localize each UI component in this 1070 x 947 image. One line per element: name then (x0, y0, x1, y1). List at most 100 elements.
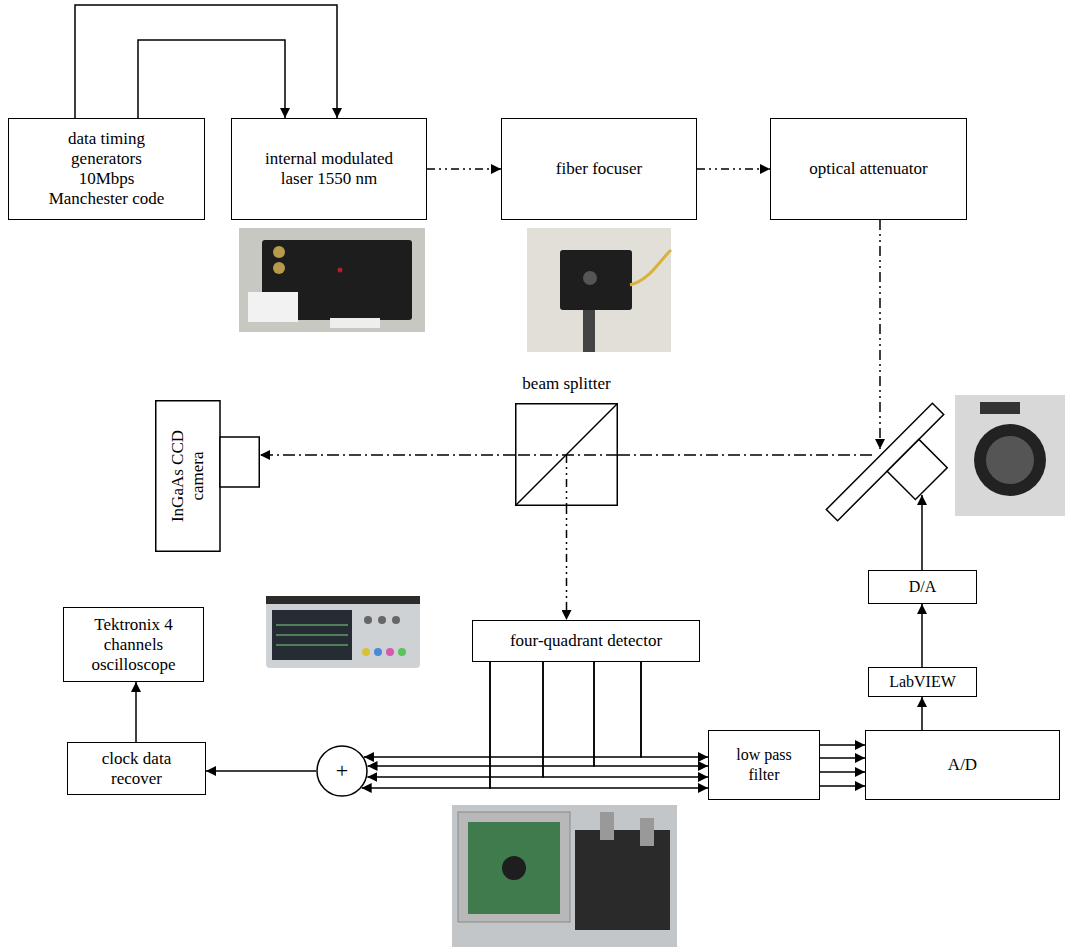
node-text: beam splitter (522, 374, 610, 394)
trace (276, 625, 348, 645)
node-text: A/D (948, 755, 977, 775)
knob (364, 616, 372, 624)
process-box: LabVIEW (868, 667, 977, 697)
node-text: LabVIEW (889, 672, 956, 692)
knob (398, 648, 406, 656)
photo-ground (955, 395, 1065, 516)
mount-plate (458, 812, 570, 922)
laser-photo (239, 228, 425, 332)
connector (75, 5, 337, 118)
process-box: internal modulated laser 1550 nm (231, 118, 427, 220)
connector (921, 697, 923, 730)
connector (594, 662, 708, 766)
process-box: D/A (868, 570, 977, 604)
laser-beam (566, 455, 568, 506)
connector (490, 662, 708, 788)
knob (374, 648, 382, 656)
node-text: four-quadrant detector (510, 631, 662, 651)
connector-symbol (273, 262, 285, 274)
camera-body (156, 401, 220, 552)
connector (921, 604, 923, 667)
connector (427, 168, 501, 170)
connector (543, 662, 708, 777)
process-box: low pass filter (708, 730, 820, 800)
mirror-actuator (887, 439, 947, 499)
connector (566, 506, 568, 620)
process-box: optical attenuator (770, 118, 967, 220)
beam-splitter: beam splitter (515, 372, 618, 506)
micrometer (600, 812, 614, 840)
node-text: Tektronix 4 channels oscilloscope (74, 615, 194, 675)
process-box: four-quadrant detector (472, 620, 700, 662)
ccd-camera: InGaAs CCD camera (155, 400, 260, 552)
connector (820, 785, 865, 787)
knob (386, 648, 394, 656)
connector (367, 662, 543, 777)
node-text: + (336, 759, 348, 783)
node-text: optical attenuator (809, 159, 927, 179)
connector (362, 662, 490, 788)
summing-junction: + (316, 745, 368, 797)
photo-ground (527, 228, 671, 352)
mirror-photo (955, 395, 1065, 516)
oscilloscope-screen (272, 610, 352, 660)
laser-beam (618, 454, 872, 456)
connector (641, 662, 708, 757)
node-text: InGaAs CCD camera (168, 411, 208, 541)
splitter-outline (516, 404, 618, 506)
laser-beam (879, 220, 881, 449)
process-box: Tektronix 4 channels oscilloscope (63, 607, 204, 682)
connector (206, 770, 316, 772)
detector-chip (502, 856, 526, 880)
splitter-diagonal (516, 404, 618, 506)
mirror-symbol (826, 403, 972, 549)
node-text: low pass filter (724, 745, 804, 785)
process-box: data timing generators 10Mbps Manchester… (8, 118, 205, 220)
control-signal (921, 495, 923, 570)
clamp (330, 318, 380, 328)
connector (820, 757, 865, 759)
connector (135, 682, 137, 742)
micrometer (640, 818, 654, 846)
node-text: data timing generators 10Mbps Manchester… (44, 129, 169, 209)
photo-ground (239, 228, 425, 332)
post (583, 310, 595, 352)
translation-stage (575, 830, 670, 930)
connector-symbol (273, 246, 285, 258)
focuser-lens (583, 271, 597, 285)
camera-lens (220, 437, 259, 487)
connector (138, 40, 285, 118)
connector (820, 771, 865, 773)
process-box: clock data recover (67, 742, 206, 795)
connector (697, 168, 770, 170)
connector (368, 662, 594, 766)
circuit-board (468, 822, 560, 914)
connector (820, 744, 865, 746)
process-box: fiber focuser (501, 118, 697, 220)
node-text: fiber focuser (556, 159, 642, 179)
mirror-mount (974, 424, 1046, 496)
oscilloscope-photo (266, 596, 420, 668)
node-text: internal modulated laser 1550 nm (254, 149, 404, 189)
splitter-cube (515, 403, 618, 506)
knob (362, 648, 370, 656)
label-sticker (248, 292, 298, 322)
fiber-cable (630, 250, 671, 285)
connector (364, 662, 641, 757)
knob (392, 616, 400, 624)
handle (266, 596, 420, 604)
focuser-mount (560, 250, 632, 310)
node-text: D/A (909, 577, 937, 597)
knob (378, 616, 386, 624)
junction-outline (317, 746, 367, 796)
mirror-face (986, 436, 1034, 484)
oscilloscope-body (266, 596, 420, 668)
detector-photo (452, 805, 677, 947)
connector (260, 454, 515, 456)
focuser-photo (527, 228, 671, 352)
node-text: clock data recover (87, 749, 187, 789)
indicator-dot (338, 268, 343, 273)
process-box: A/D (865, 730, 1060, 800)
cable (980, 402, 1020, 414)
